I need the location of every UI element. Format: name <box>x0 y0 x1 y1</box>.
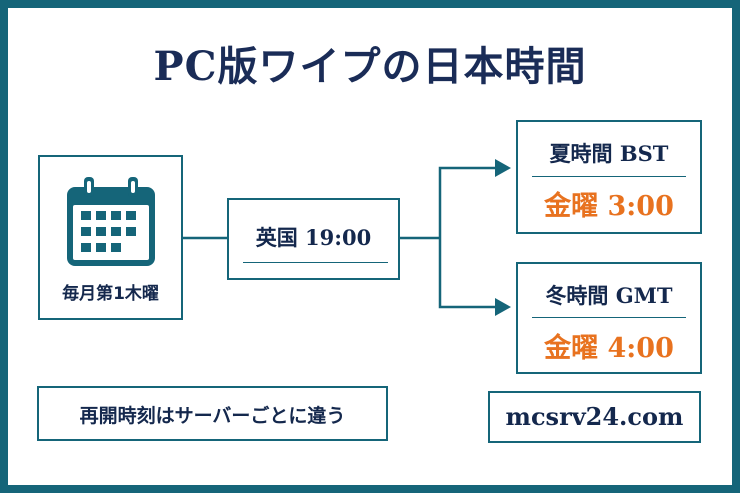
note-text: 再開時刻はサーバーごとに違う <box>79 405 346 427</box>
arrowhead-gmt <box>495 298 511 316</box>
calendar-icon <box>67 177 155 266</box>
uk-time-box: 英国 19:00 <box>227 198 400 280</box>
summer-time-box: 夏時間 BST 金曜 3:00 <box>516 120 702 234</box>
site-url: mcsrv24.com <box>505 402 684 431</box>
calendar-box: 毎月第1木曜 <box>38 155 183 320</box>
connector-to-gmt <box>438 238 497 309</box>
calendar-label: 毎月第1木曜 <box>62 284 159 304</box>
arrowhead-bst <box>495 159 511 177</box>
summer-divider <box>532 176 686 177</box>
page-title: PC版ワイプの日本時間 <box>153 43 587 90</box>
summer-japan-time: 金曜 3:00 <box>544 191 674 222</box>
winter-divider <box>532 317 686 318</box>
winter-time-label: 冬時間 GMT <box>545 283 673 308</box>
note-box: 再開時刻はサーバーごとに違う <box>37 386 388 441</box>
uk-divider <box>243 262 388 263</box>
summer-time-label: 夏時間 BST <box>549 141 669 166</box>
winter-time-box: 冬時間 GMT 金曜 4:00 <box>516 262 702 374</box>
winter-japan-time: 金曜 4:00 <box>544 333 674 364</box>
uk-time-label: 英国 19:00 <box>255 225 372 250</box>
connector-to-bst <box>438 166 497 238</box>
site-url-box: mcsrv24.com <box>488 391 701 443</box>
